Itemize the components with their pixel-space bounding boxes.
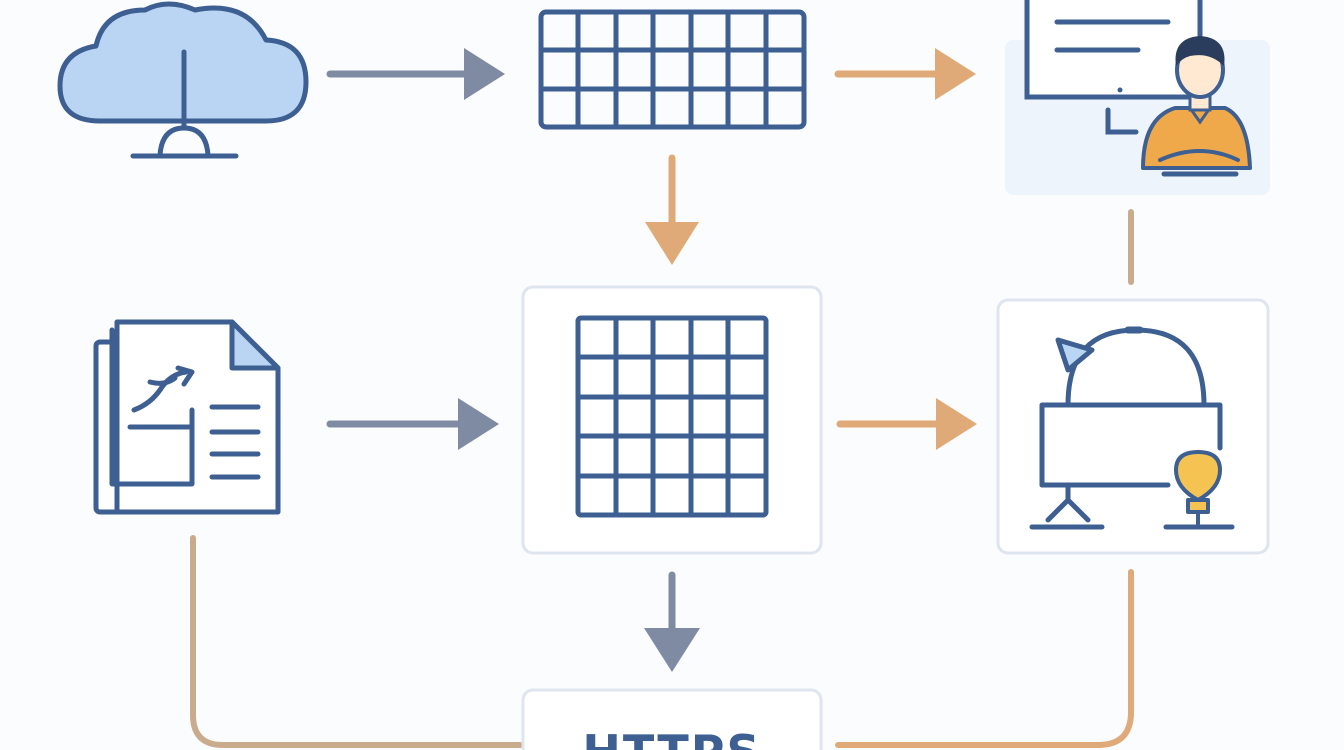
bottom-box [521, 688, 823, 750]
arrow-center-down-to-bottom [644, 571, 700, 672]
document-chart-icon [93, 319, 281, 515]
user-avatar-icon [1141, 36, 1252, 177]
arrow-grid-to-monitor [834, 48, 976, 100]
grid-center-node [521, 285, 823, 555]
bottom-node: HTTPS [521, 688, 823, 750]
presentation-node [996, 298, 1270, 555]
grid-top-icon [538, 9, 807, 130]
arrow-grid-down-to-center [645, 154, 699, 265]
connector-document-to-bottom [190, 535, 523, 748]
presentation-board-icon [1029, 326, 1223, 530]
grid-center-box [521, 285, 823, 555]
arrow-center-to-presentation [836, 398, 977, 450]
monitor-user-node [1005, 0, 1270, 195]
arrows [326, 48, 977, 672]
grid-center-icon [575, 315, 769, 518]
presentation-box [996, 298, 1270, 555]
lightbulb-icon [1163, 450, 1235, 530]
connector-lines [190, 209, 1134, 748]
arrow-cloud-to-grid [326, 48, 505, 100]
connector-presentation-to-bottom [835, 569, 1134, 748]
cloud-network-icon [57, 1, 309, 159]
bottom-label: HTTPS [582, 725, 761, 750]
arrow-document-to-center [326, 398, 499, 450]
